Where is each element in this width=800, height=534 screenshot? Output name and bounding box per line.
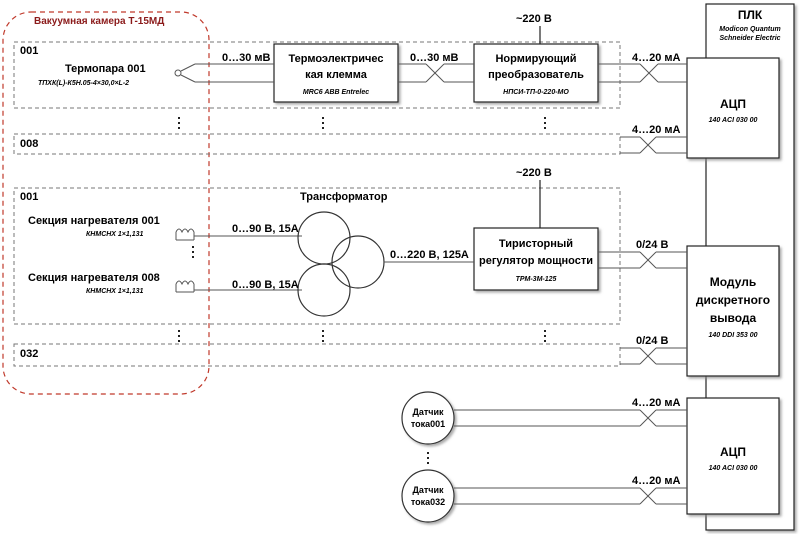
sensor1-line1: Датчик — [412, 407, 444, 417]
thermocouple-name: Термопара 001 — [65, 63, 146, 75]
signal-sec2: 0…90 В, 15А — [232, 279, 299, 291]
supply-top: ~220 В — [516, 13, 552, 25]
channel-label-heat-last: 032 — [20, 348, 39, 360]
terminal-box — [273, 43, 399, 103]
signal-mv2: 0…30 мВ — [410, 52, 459, 64]
signal-mv1: 0…30 мВ — [222, 52, 271, 64]
tc-channel-001-frame — [13, 41, 621, 109]
vacuum-chamber-label: Вакуумная камера Т-15МД — [34, 16, 165, 27]
terminal-line1: Термоэлектричес — [288, 53, 384, 65]
supply-mid: ~220 В — [516, 167, 552, 179]
signal-v24b: 0/24 В — [636, 335, 669, 347]
plc-title: ПЛК — [737, 8, 763, 22]
channel-label-heat-first: 001 — [20, 191, 39, 203]
channel-label-tc-first: 001 — [20, 45, 39, 57]
adc1-model: 140 ACI 030 00 — [708, 117, 758, 124]
signal-ma3: 4…20 мА — [632, 397, 681, 409]
sensor2-line2: тока032 — [410, 497, 446, 507]
sensor-wires — [401, 391, 687, 523]
signal-ma2: 4…20 мА — [632, 124, 681, 136]
signal-v24a: 0/24 В — [636, 239, 669, 251]
sensor1-line2: тока001 — [410, 419, 446, 429]
signal-sec1: 0…90 В, 15А — [232, 223, 299, 235]
signal-ma1: 4…20 мА — [632, 52, 681, 64]
heater2-model: КНМСНХ 1×1,131 — [86, 288, 144, 295]
terminal-model: MRC6 ABB Entrelec — [302, 89, 370, 96]
normalizer-line1: Нормирующий — [495, 53, 577, 65]
normalizer-box — [473, 43, 599, 103]
adc2-module — [686, 397, 780, 515]
heat-channel-032-frame — [13, 343, 621, 367]
transformer-label: Трансформатор — [300, 191, 388, 203]
plc-model-line2: Schneider Electric — [719, 35, 781, 42]
heater1-name: Секция нагревателя 001 — [28, 215, 160, 227]
sensor2-line1: Датчик — [412, 485, 444, 495]
thyristor-model: ТРМ-3М-125 — [515, 276, 557, 283]
heat-wires — [175, 211, 687, 365]
normalizer-model: НПСИ-ТП-0-220-МО — [503, 89, 569, 96]
heater2-name: Секция нагревателя 008 — [28, 272, 160, 284]
dout-title-line1: Модуль — [709, 275, 757, 289]
tc-wires — [174, 63, 687, 154]
adc1-title: АЦП — [719, 97, 747, 111]
thyristor-box — [473, 227, 599, 291]
ellipsis-dots — [178, 117, 546, 464]
channel-label-tc-last: 008 — [20, 138, 39, 150]
dout-title-line3: вывода — [709, 311, 757, 325]
plc-model-line1: Modicon Quantum — [719, 26, 781, 33]
signal-ma4: 4…20 мА — [632, 475, 681, 487]
dout-module — [686, 245, 780, 377]
dout-title-line2: дискретного — [695, 293, 771, 307]
thyristor-line1: Тиристорный — [498, 238, 574, 250]
thyristor-line2: регулятор мощности — [478, 255, 593, 267]
heater1-model: КНМСНХ 1×1,131 — [86, 231, 144, 238]
adc2-title: АЦП — [719, 445, 747, 459]
signal-out220: 0…220 В, 125А — [390, 249, 469, 261]
dout-model: 140 DDI 353 00 — [708, 332, 758, 339]
thermocouple-model: ТПХК(L)-К5Н.05-4×30,0×L-2 — [38, 80, 130, 87]
tc-channel-008-frame — [13, 133, 621, 155]
normalizer-line2: преобразователь — [488, 69, 584, 81]
heat-channel-001-frame — [13, 187, 621, 325]
adc2-model: 140 ACI 030 00 — [708, 465, 758, 472]
adc1-module — [686, 57, 780, 159]
vacuum-chamber-boundary — [2, 11, 210, 395]
terminal-line2: кая клемма — [305, 69, 367, 81]
